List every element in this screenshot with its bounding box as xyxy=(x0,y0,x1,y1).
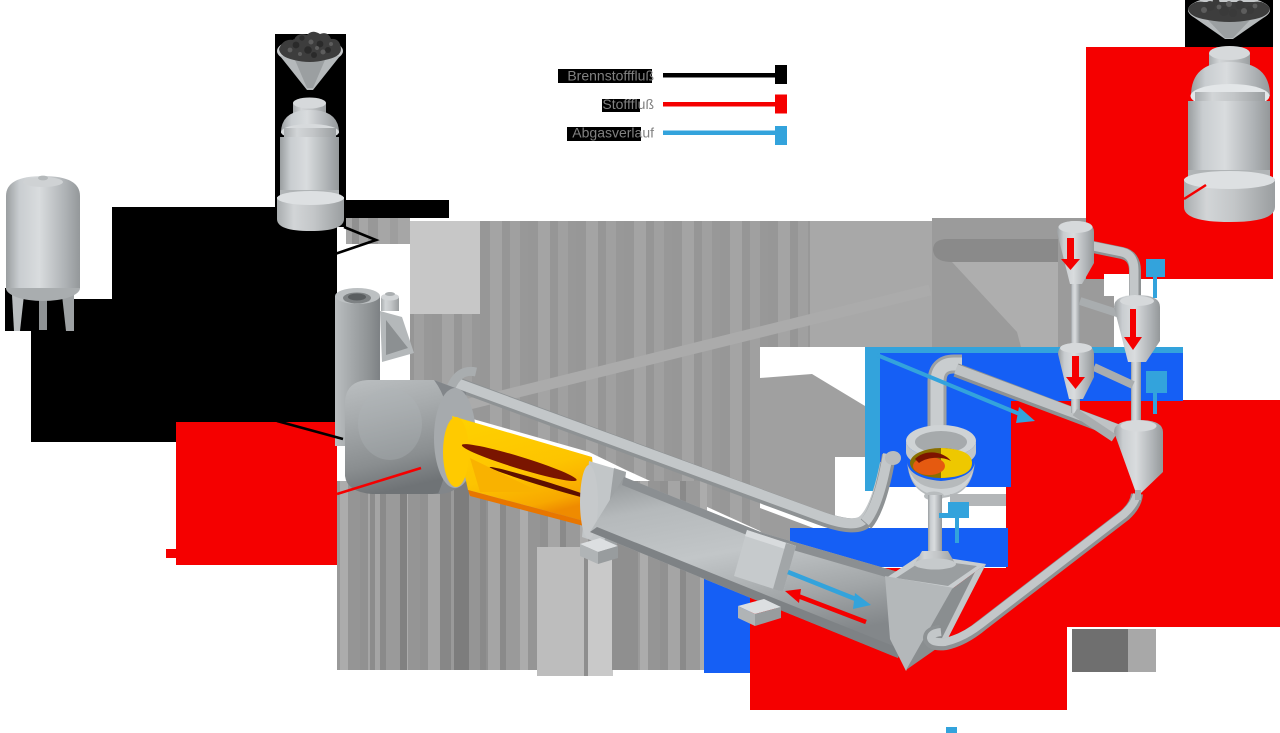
svg-text:Brennstofffluß: Brennstofffluß xyxy=(567,68,654,84)
svg-text:Stofffluß: Stofffluß xyxy=(602,96,654,112)
svg-text:Abgasverlauf: Abgasverlauf xyxy=(572,125,654,141)
